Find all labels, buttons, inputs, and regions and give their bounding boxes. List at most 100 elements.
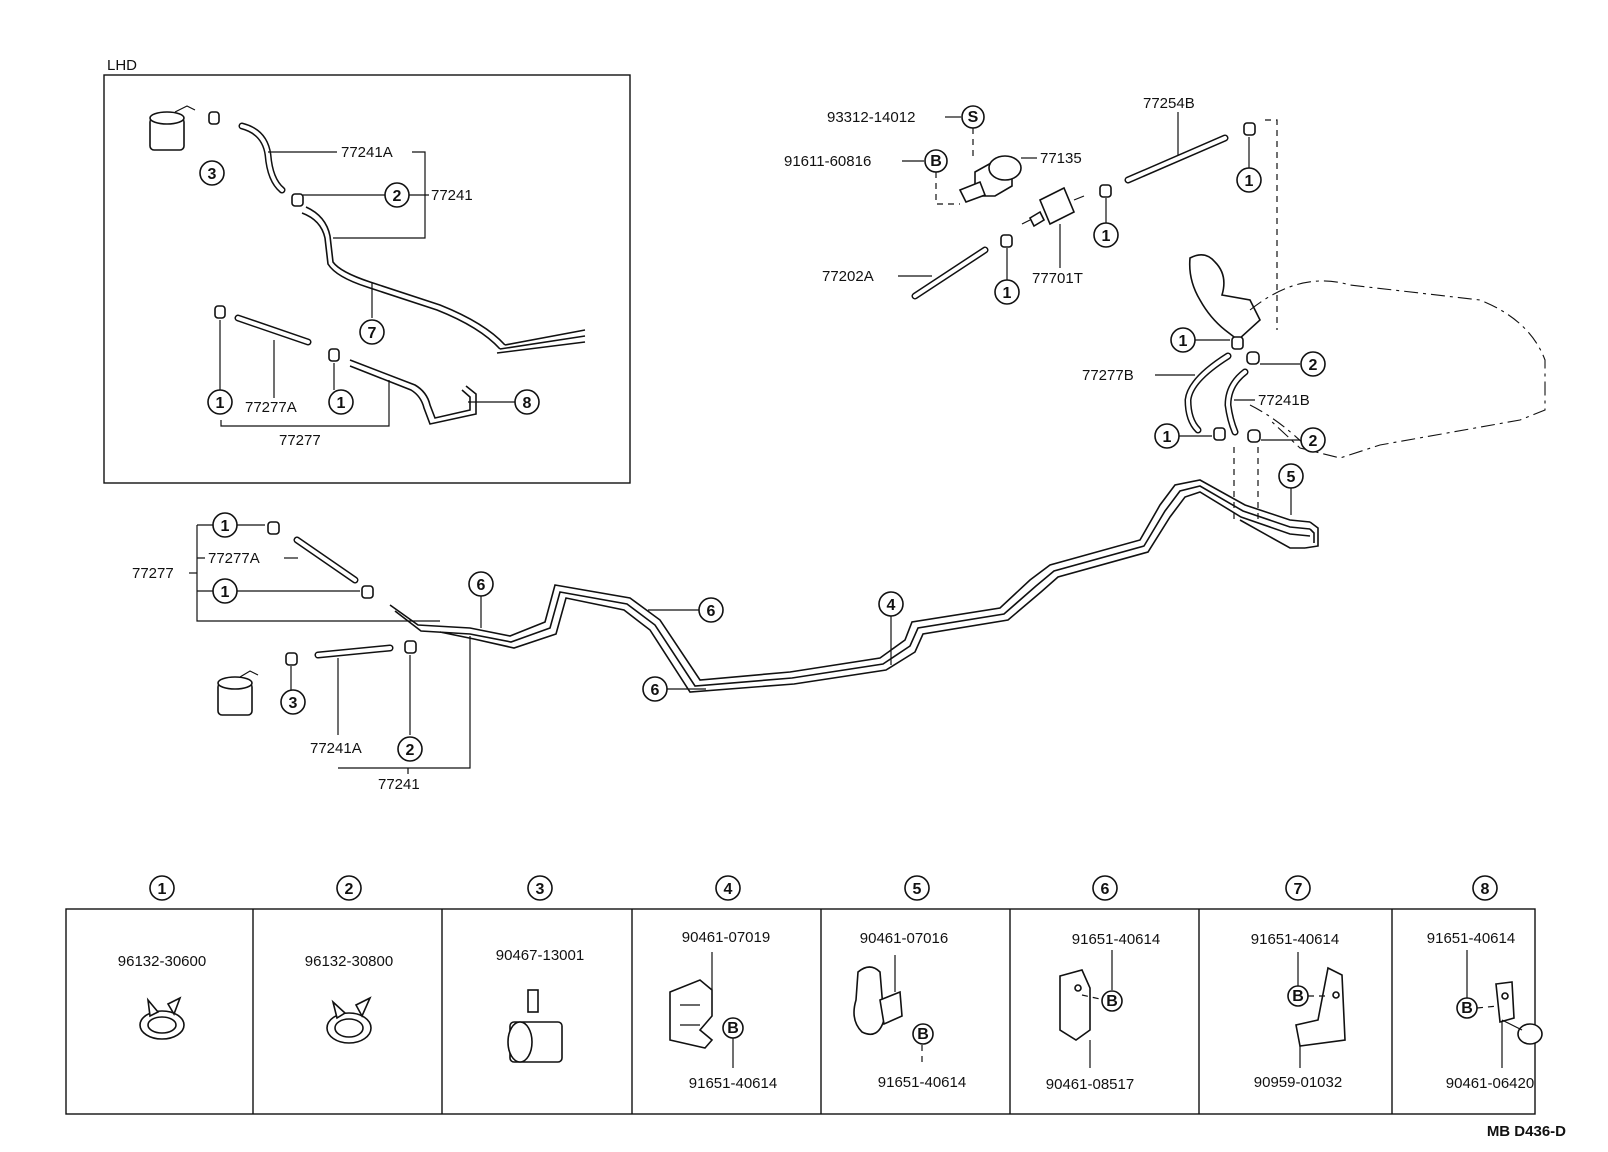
ref-circle (397, 736, 423, 762)
fuel-pipe (305, 206, 506, 346)
ref-circle (328, 389, 354, 415)
legend-part-number: 96132-30600 (118, 953, 206, 970)
ref-circle (527, 875, 553, 901)
ref-number: 4 (887, 597, 896, 614)
fuel-hose (1184, 352, 1232, 434)
part-number: 77277 (132, 565, 174, 582)
legend-mark: B (1461, 1000, 1473, 1017)
ref-circle (359, 319, 385, 345)
hose-clamp-icon (291, 193, 304, 207)
hose-clip-icon (139, 996, 185, 1040)
part-number: 77277A (208, 550, 260, 567)
legend-mark: B (1292, 988, 1304, 1005)
legend-part-number: 90461-07019 (682, 929, 770, 946)
legend-ref: 4 (724, 881, 733, 898)
ref-circle (1101, 990, 1123, 1012)
legend-part-number: 90461-08517 (1046, 1076, 1134, 1093)
hose-clamp-icon (208, 111, 220, 125)
ref-circle (207, 389, 233, 415)
hose-clip-icon (326, 996, 372, 1044)
legend-mark: B (727, 1020, 739, 1037)
ref-circle (1093, 222, 1119, 248)
part-number: 77241 (431, 187, 473, 204)
ref-circle (1170, 327, 1196, 353)
inset-frame (103, 74, 631, 484)
ref-circle (280, 689, 306, 715)
legend-ref: 1 (158, 881, 167, 898)
legend-part-number: 90467-13001 (496, 947, 584, 964)
fuel-filter-icon (217, 670, 259, 716)
ref-circle (1154, 423, 1180, 449)
lhd-inset: LHD 3 77241A 2 77241 7 (103, 57, 631, 484)
vapor-filter-assembly: 93312-14012 S 91611-60816 B 77135 77254B… (784, 95, 1278, 330)
fuel-filter-icon (1021, 186, 1085, 228)
ref-number: 8 (523, 395, 532, 412)
ref-number: 1 (1003, 285, 1012, 302)
part-number: 77241B (1258, 392, 1310, 409)
part-number: 77701T (1032, 270, 1083, 287)
legend-mark: B (1106, 993, 1118, 1010)
ref-number: 3 (208, 166, 217, 183)
legend-part-number: 90461-07016 (860, 930, 948, 947)
hose-clamp-icon (404, 640, 417, 654)
legend-part-number: 91651-40614 (1427, 930, 1515, 947)
legend-part-number: 91651-40614 (1072, 931, 1160, 948)
hose-clamp-icon (1231, 336, 1244, 350)
inset-label: LHD (107, 57, 137, 74)
figure-code: MB D436-D (1487, 1123, 1566, 1140)
part-number: 77241A (310, 740, 362, 757)
ref-number: 1 (337, 395, 346, 412)
tank-hoses: 1 2 77277B 77241B 1 2 (1082, 327, 1326, 520)
pipe-clamp-icon (1059, 969, 1091, 1041)
legend-frame (65, 908, 1536, 1115)
bracket-icon (958, 155, 1022, 203)
ref-number: 1 (1245, 173, 1254, 190)
ref-circle (1472, 875, 1498, 901)
ref-number: 1 (1179, 333, 1188, 350)
part-number: 77277B (1082, 367, 1134, 384)
fuel-tank-outline (1188, 254, 1546, 459)
ref-circle (1300, 351, 1326, 377)
ref-number: 6 (707, 603, 716, 620)
ref-number: 2 (1309, 433, 1318, 450)
part-number: 77254B (1143, 95, 1195, 112)
hose-clamp-icon (285, 652, 298, 666)
ref-circle (514, 389, 540, 415)
hose-clamp-icon (267, 521, 280, 535)
legend-ref: 7 (1294, 881, 1303, 898)
part-number: 77277A (245, 399, 297, 416)
ref-circle (912, 1023, 934, 1045)
ref-number: 1 (1102, 228, 1111, 245)
part-number: 77202A (822, 268, 874, 285)
ref-number: 2 (406, 742, 415, 759)
main-fuel-pipes (389, 479, 1319, 693)
legend-part-number: 96132-30800 (305, 953, 393, 970)
part-number: 77241A (341, 144, 393, 161)
ref-circle (904, 875, 930, 901)
part-number: 77241 (378, 776, 420, 793)
ref-circle (1285, 875, 1311, 901)
hose-clamp-icon (1099, 184, 1112, 198)
ref-letter: S (968, 109, 979, 126)
ref-circle (149, 875, 175, 901)
legend-part-number: 90461-06420 (1446, 1075, 1534, 1092)
ref-letter: B (930, 153, 942, 170)
ref-circle (336, 875, 362, 901)
pipe-clamp-icon (1295, 966, 1346, 1047)
legend-part-number: 91651-40614 (878, 1074, 966, 1091)
pipe-clamp-icon (1495, 981, 1543, 1045)
ref-number: 7 (368, 325, 377, 342)
part-number: 91611-60816 (784, 153, 871, 170)
ref-circle (698, 597, 724, 623)
ref-number: 1 (221, 518, 230, 535)
ref-number: 1 (216, 395, 225, 412)
hose-band-icon (507, 989, 563, 1063)
hose-clamp-icon (1246, 351, 1260, 365)
ref-number: 6 (651, 682, 660, 699)
ref-circle (1236, 167, 1262, 193)
legend-ref: 5 (913, 881, 922, 898)
hose-clamp-icon (361, 585, 374, 599)
hose-clamp-icon (328, 348, 340, 362)
legend-part-number: 91651-40614 (1251, 931, 1339, 948)
legend-part-number: 91651-40614 (689, 1075, 777, 1092)
